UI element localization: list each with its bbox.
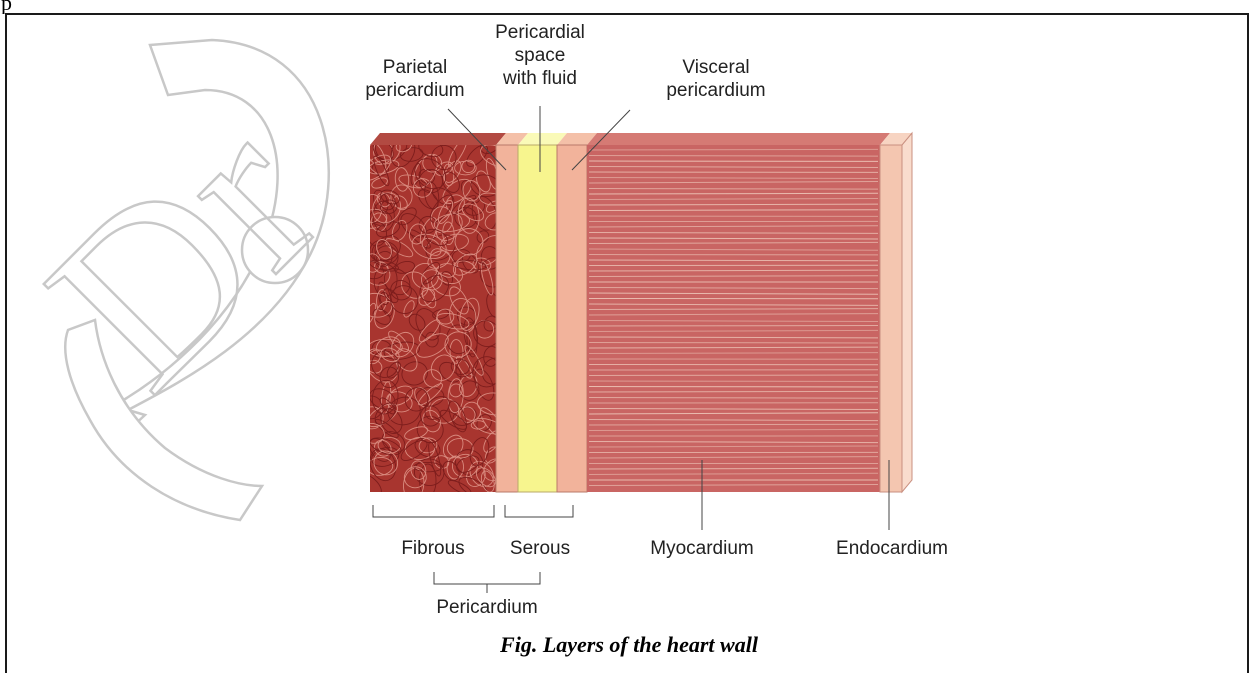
muscle-fiber-line [589, 156, 878, 157]
label-endocardium: Endocardium [807, 537, 977, 560]
figure-caption: Fig. Layers of the heart wall [0, 632, 1258, 658]
fibrous-bracket [373, 505, 494, 517]
label-pericardial-space: Pericardial space with fluid [465, 21, 615, 90]
muscle-fiber-line [589, 387, 878, 388]
muscle-fiber-line [589, 468, 878, 469]
muscle-fiber-line [589, 391, 878, 392]
endocardium-side-face [902, 133, 912, 492]
muscle-fiber-line [589, 343, 878, 344]
visceral-layer [557, 145, 587, 492]
label-pericardium: Pericardium [407, 596, 567, 619]
fluid-layer [518, 145, 557, 492]
pericardium-bracket [434, 572, 540, 584]
label-serous: Serous [480, 537, 600, 560]
muscle-fiber-line [589, 149, 878, 150]
muscle-fiber-line [589, 326, 878, 327]
endocardium-layer [880, 145, 902, 492]
myocardium-layer [587, 145, 880, 492]
fibrous-top-face [370, 133, 506, 145]
myocardium-top-face [587, 133, 890, 145]
muscle-fiber-line [589, 398, 878, 399]
parietal-layer [496, 145, 518, 492]
muscle-fiber-line [589, 193, 878, 194]
label-fibrous: Fibrous [373, 537, 493, 560]
serous-bracket [505, 505, 573, 517]
muscle-fiber-line [589, 381, 878, 382]
muscle-fiber-line [589, 375, 878, 376]
muscle-fiber-line [589, 189, 878, 190]
label-visceral-pericardium: Visceral pericardium [616, 56, 816, 102]
label-myocardium: Myocardium [622, 537, 782, 560]
